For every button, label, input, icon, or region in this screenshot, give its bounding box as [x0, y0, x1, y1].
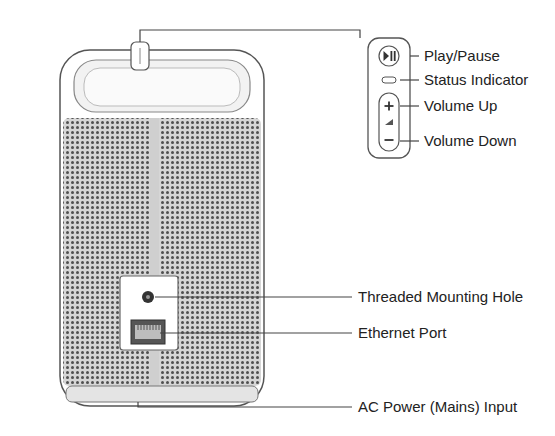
- part-label: Threaded Mounting Hole: [358, 288, 523, 306]
- part-label: Play/Pause: [424, 47, 500, 65]
- speaker-body: [60, 50, 264, 406]
- plus-icon: [388, 102, 390, 111]
- ethernet-port: [131, 320, 165, 344]
- play-icon: [384, 51, 390, 61]
- pause-bar: [391, 51, 393, 61]
- part-label: Volume Down: [424, 132, 517, 150]
- minus-icon: [385, 139, 394, 141]
- ethernet-port-inner: [135, 325, 161, 339]
- top-control-panel: [131, 42, 149, 70]
- ethernet-pins: [138, 325, 159, 330]
- part-label: Volume Up: [424, 97, 497, 115]
- speaker-grille: [63, 118, 261, 386]
- volume-wedge: [385, 119, 393, 125]
- top-recess: [74, 60, 250, 112]
- pause-bar: [394, 51, 396, 61]
- part-label: Status Indicator: [424, 71, 528, 89]
- mounting-hole: [142, 291, 154, 303]
- mounting-hole-thread: [146, 295, 150, 299]
- play-pause-button: [379, 46, 399, 66]
- speaker-base: [66, 386, 258, 402]
- control-panel-mark: [140, 48, 141, 64]
- part-label: Ethernet Port: [358, 324, 446, 342]
- leader-lines: [138, 56, 419, 407]
- part-label: AC Power (Mains) Input: [358, 398, 517, 416]
- volume-rocker: [379, 93, 399, 151]
- top-recess-inner: [84, 68, 240, 106]
- inset-leader: [140, 30, 360, 42]
- status-indicator-light: [382, 77, 396, 83]
- control-inset: [368, 38, 410, 158]
- back-panel: [120, 276, 178, 350]
